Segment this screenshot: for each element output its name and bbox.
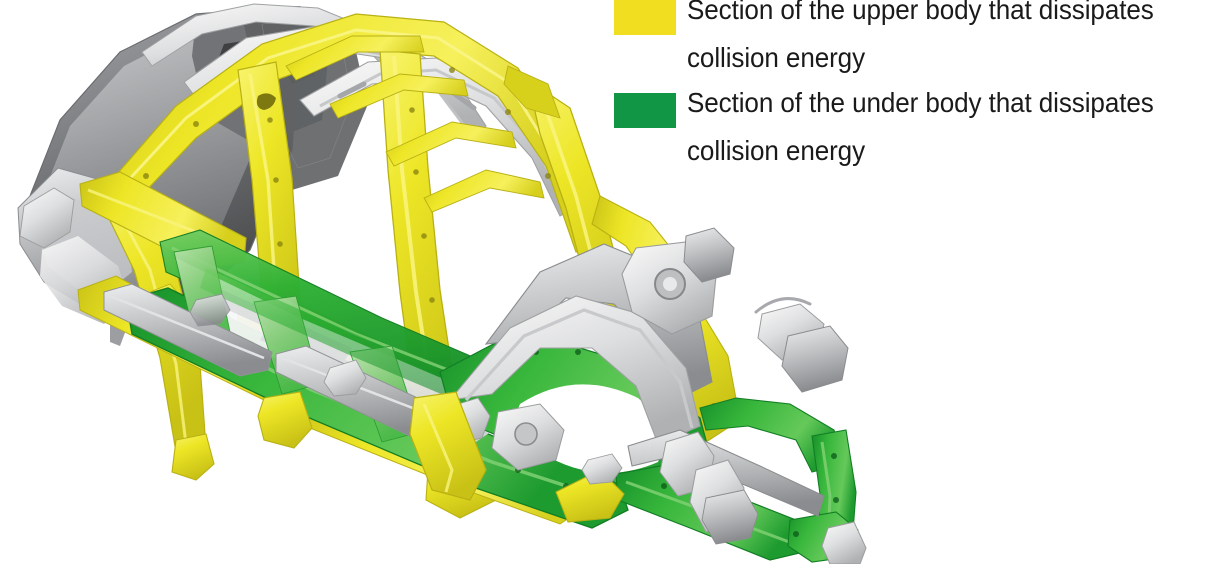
roof-cross-connector-front	[385, 121, 517, 167]
fender-mount-bracket	[683, 227, 735, 283]
roof-cross-connector-rear	[285, 35, 425, 81]
dash-panel-crease	[464, 308, 694, 429]
legend-label-under-body: Section of the under body that dissipate…	[687, 87, 1154, 166]
pillar-feet-yellow	[171, 391, 625, 523]
legend: Section of the upper body that dissipate…	[614, 0, 1218, 180]
b-pillar-lower-crease	[422, 403, 454, 493]
d-pillar-lower-foot	[171, 433, 215, 481]
legend-item-upper-body: Section of the upper body that dissipate…	[614, 0, 1218, 82]
windshield-lower-connector	[423, 169, 545, 213]
rear-shock-bore	[514, 422, 538, 446]
door-impact-bar-rear	[103, 283, 273, 377]
headlamp-bracket	[781, 325, 849, 393]
tow-eye-bracket	[581, 453, 623, 485]
seat-mount-bracket	[323, 359, 367, 397]
front-lower-tie-plate	[701, 489, 759, 545]
legend-item-under-body: Section of the under body that dissipate…	[614, 87, 1218, 175]
crash-can-bracket	[821, 521, 867, 564]
jack-point-bracket	[189, 293, 231, 327]
green-color-swatch	[614, 93, 676, 128]
roof-cross-connector-mid	[329, 73, 469, 119]
rear-suspension-mount	[19, 187, 75, 249]
a-pillar-upper-flange	[503, 65, 561, 119]
c-pillar-lower-foot	[257, 391, 313, 449]
floor-tunnel	[200, 268, 520, 424]
yellow-color-swatch	[614, 0, 676, 35]
body-in-white-svg	[17, 3, 867, 564]
front-body-structure	[448, 227, 867, 564]
car-body-illustration	[17, 3, 867, 564]
misc-brackets	[189, 293, 623, 485]
legend-label-upper-body: Section of the upper body that dissipate…	[687, 0, 1154, 73]
shock-tower-bore-inner	[663, 277, 677, 291]
c-pillar-oval-hole	[256, 93, 276, 110]
washer-tube	[754, 297, 812, 314]
